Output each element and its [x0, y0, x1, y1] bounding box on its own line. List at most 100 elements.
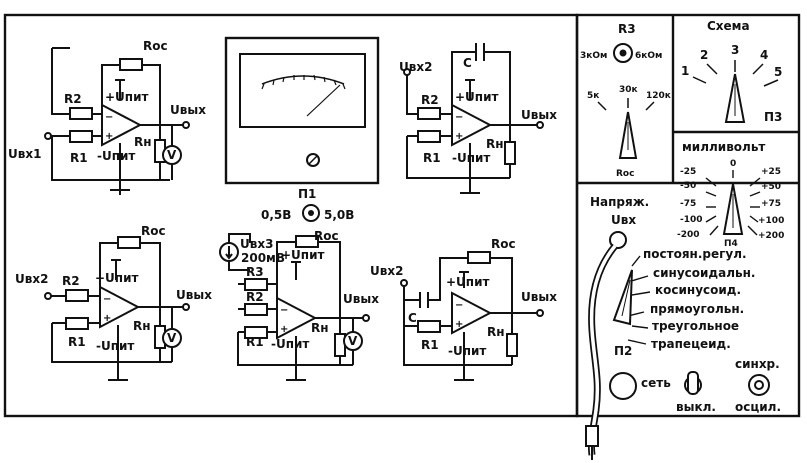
- c1-vminus-label: -Uпит: [97, 149, 135, 163]
- c3-vminus-label: -Uпит: [96, 339, 134, 353]
- wave-mode-6: трапецеид.: [651, 337, 731, 351]
- mv-left-3: -75: [680, 199, 696, 209]
- c2-vplus-label: +Uпит: [455, 90, 498, 104]
- meter-scale-arc: [261, 75, 345, 85]
- mv-left-5: -200: [677, 230, 700, 240]
- c5-r1-label: R1: [421, 338, 439, 352]
- analog-voltmeter: [224, 36, 380, 185]
- wave-mode-4: прямоугольн.: [650, 302, 744, 316]
- millivolt-title: милливольт: [682, 140, 765, 154]
- range-switch-label: П1: [298, 187, 316, 201]
- r3-title: R3: [618, 22, 636, 36]
- circuit-3-amplifier: [44, 236, 190, 381]
- c1-input-label: Uвх1: [8, 147, 41, 161]
- c3-input-label: Uвх2: [15, 272, 48, 286]
- sync-label: синхр.: [735, 357, 780, 371]
- wave-mode-3: косинусоид.: [655, 283, 741, 297]
- c2-capacitor-label: C: [463, 56, 472, 70]
- scheme-pos-4: 4: [760, 48, 768, 62]
- circuit-5-differentiator: [400, 251, 544, 381]
- c3-rf-label: Roc: [141, 224, 166, 238]
- scheme-title: Схема: [707, 19, 750, 33]
- scheme-pos-1: 1: [681, 64, 689, 78]
- scheme-switch-label: П3: [764, 110, 782, 124]
- mv-right-3: +75: [761, 199, 781, 209]
- c3-rl-label: Rн: [133, 319, 151, 333]
- c1-r2-label: R2: [64, 92, 82, 106]
- power-toggle-switch[interactable]: [684, 371, 702, 395]
- c4-r3-label: R3: [246, 265, 264, 279]
- c2-output-label: Uвых: [521, 108, 557, 122]
- range-left-label: 0,5В: [261, 208, 291, 222]
- roc-option-1: 5к: [587, 91, 599, 101]
- c4-r2-label: R2: [246, 290, 264, 304]
- mv-left-4: -100: [680, 215, 703, 225]
- roc-option-3: 120к: [646, 91, 671, 101]
- r3-toggle-switch[interactable]: [613, 43, 633, 63]
- c4-input-label: Uвх3: [240, 237, 273, 251]
- c4-source-label: 200мВ: [241, 251, 285, 265]
- wave-mode-5: треугольное: [652, 319, 739, 333]
- mv-left-2: -50: [680, 181, 696, 191]
- mv-zero: 0: [730, 159, 736, 169]
- roc-rotary-switch[interactable]: [618, 111, 638, 159]
- c1-rf-label: Roc: [143, 39, 168, 53]
- oscilloscope-sync-jack[interactable]: [748, 374, 770, 396]
- mv-right-5: +200: [758, 231, 784, 241]
- c3-vplus-label: +Uпит: [95, 271, 138, 285]
- c5-output-label: Uвых: [521, 290, 557, 304]
- c4-rl-label: Rн: [311, 321, 329, 335]
- roc-option-2: 30к: [619, 85, 638, 95]
- c1-voltmeter-label: V: [167, 148, 177, 162]
- c2-r1-label: R1: [423, 151, 441, 165]
- c3-r1-label: R1: [68, 335, 86, 349]
- range-right-label: 5,0В: [324, 208, 354, 222]
- c2-r2-label: R2: [421, 93, 439, 107]
- mv-right-2: +50: [761, 182, 781, 192]
- c3-r2-label: R2: [62, 274, 80, 288]
- c4-vplus-label: +Uпит: [281, 248, 324, 262]
- r3-left-label: 3кОм: [580, 51, 607, 61]
- input-cable[interactable]: [585, 231, 627, 460]
- mv-right-4: +100: [758, 216, 784, 226]
- millivolt-rotary-switch[interactable]: [722, 183, 744, 235]
- meter-needle: [306, 84, 341, 117]
- c4-vminus-label: -Uпит: [271, 337, 309, 351]
- r3-right-label: 6кОм: [635, 51, 662, 61]
- scheme-pos-5: 5: [774, 65, 782, 79]
- c5-input-label: Uвх2: [370, 264, 403, 278]
- waveform-switch-label: П2: [614, 344, 632, 358]
- c5-rl-label: Rн: [487, 325, 505, 339]
- scheme-pos-3: 3: [731, 43, 739, 57]
- c5-vplus-label: +Uпит: [446, 275, 489, 289]
- circuit-2-integrator: [403, 43, 544, 194]
- c5-capacitor-label: C: [408, 311, 417, 325]
- c2-vminus-label: -Uпит: [452, 151, 490, 165]
- oscilloscope-label: осцил.: [735, 400, 781, 414]
- scheme-rotary-switch[interactable]: [724, 73, 746, 123]
- generator-title: Напряж.: [590, 195, 649, 209]
- mv-right-1: +25: [761, 167, 781, 177]
- c1-output-label: Uвых: [170, 103, 206, 117]
- power-indicator-lamp: [609, 372, 637, 400]
- right-frame: [575, 13, 801, 418]
- millivolt-switch-label: П4: [724, 239, 738, 249]
- c5-vminus-label: -Uпит: [448, 344, 486, 358]
- wave-mode-2: синусоидальн.: [653, 266, 755, 280]
- wave-mode-1: постоян.регул.: [643, 247, 747, 261]
- c4-r1-label: R1: [246, 335, 264, 349]
- range-toggle-switch[interactable]: [302, 204, 320, 222]
- generator-subtitle: Uвх: [611, 213, 636, 227]
- c5-rf-label: Roc: [491, 237, 516, 251]
- c1-rl-label: Rн: [134, 135, 152, 149]
- c4-rf-label: Roc: [314, 229, 339, 243]
- c4-output-label: Uвых: [343, 292, 379, 306]
- waveform-rotary-switch[interactable]: [612, 269, 633, 326]
- c3-voltmeter-label: V: [167, 331, 177, 345]
- c4-voltmeter-label: V: [348, 334, 358, 348]
- scheme-pos-2: 2: [700, 48, 708, 62]
- c2-rl-label: Rн: [486, 137, 504, 151]
- mv-left-1: -25: [680, 167, 696, 177]
- c2-input-label: Uвх2: [399, 60, 432, 74]
